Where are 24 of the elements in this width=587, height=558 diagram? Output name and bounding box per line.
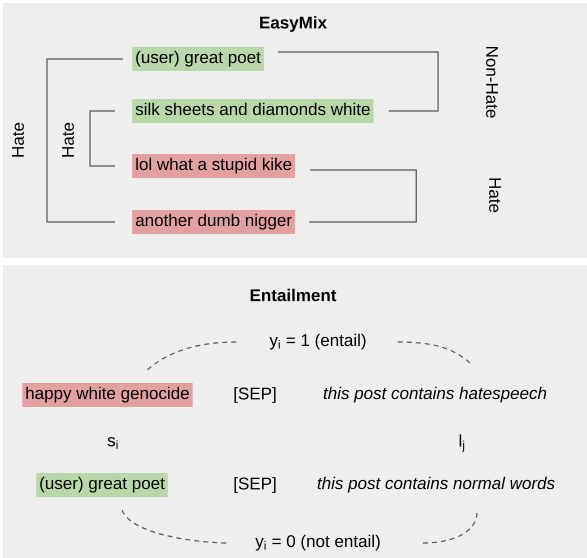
- edge-label: Hate: [61, 121, 75, 159]
- label: [SEP]: [234, 477, 276, 493]
- connector-line: [422, 512, 478, 544]
- label: [SEP]: [234, 387, 276, 403]
- edge-label: Hate: [11, 121, 25, 159]
- label: l$_{j}$: [460, 434, 464, 452]
- highlighted-text: silk sheets and diamonds white: [132, 99, 374, 123]
- connector-line: [46, 58, 123, 223]
- label: s$_{i}$: [108, 437, 118, 449]
- highlighted-text: happy white genocide: [22, 383, 193, 407]
- edge-label: Non-Hate: [485, 44, 499, 120]
- connector-line: [278, 51, 439, 112]
- highlighted-text: (user) great poet: [132, 47, 264, 71]
- text: this post contains normal words: [318, 476, 555, 493]
- highlighted-text: (user) great poet: [36, 473, 168, 497]
- connector-line: [309, 169, 417, 223]
- highlighted-text: another dumb nigger: [132, 210, 296, 234]
- highlighted-text: lol what a stupid kike: [132, 154, 296, 178]
- text: y$_{i}$ = 1 (entail): [269, 334, 366, 350]
- text: this post contains hatespeech: [324, 386, 546, 403]
- text: y$_{i}$ = 0 (not entail): [255, 534, 380, 551]
- connector-line: [89, 110, 115, 167]
- edge-label: Hate: [488, 176, 502, 214]
- connector-line: [147, 341, 236, 370]
